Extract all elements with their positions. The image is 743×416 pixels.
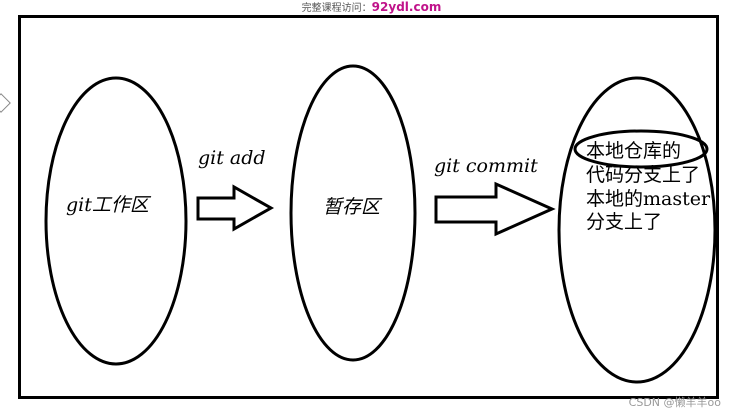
header-caption: 完整课程访问：92ydl.com [0, 0, 743, 14]
working-area-label: git工作区 [66, 194, 149, 216]
highlight-oval [573, 129, 709, 169]
git-commit-label: git commit [434, 155, 538, 177]
git-add-arrow [196, 184, 275, 232]
working-area-ellipse [44, 76, 188, 366]
diagram-frame [18, 15, 719, 399]
git-add-label: git add [198, 147, 266, 169]
header-prefix: 完整课程访问： [301, 3, 372, 14]
local-repo-note: 本地仓库的 代码分支上了 本地的master 分支上了 [586, 140, 710, 235]
local-repo-note-line: 分支上了 [586, 211, 663, 234]
staging-area-label: 暂存区 [323, 196, 381, 218]
git-commit-arrow [434, 181, 556, 237]
watermark: CSDN @懒羊羊oo [628, 396, 721, 409]
local-repo-note-line: 本地的master [586, 187, 711, 210]
staging-area-ellipse [289, 64, 417, 362]
header-url[interactable]: 92ydl.com [371, 0, 442, 14]
local-repo-note-line: 本地仓库的 [586, 140, 682, 162]
local-repo-ellipse [557, 76, 717, 384]
local-repo-note-line: 代码分支上了 [586, 163, 701, 186]
